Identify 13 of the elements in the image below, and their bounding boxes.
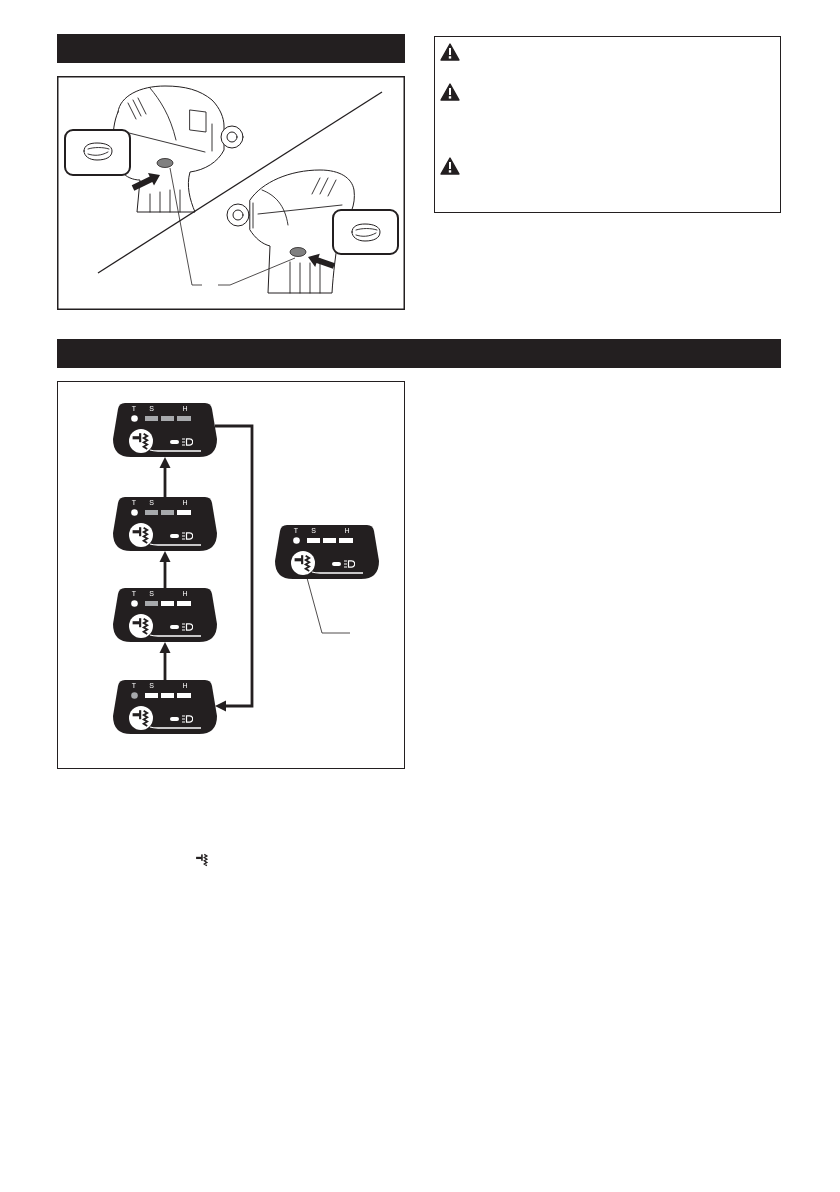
heading-bar [57,339,781,368]
control-panel [113,588,217,642]
arrow [215,424,254,712]
arrow [159,642,171,680]
leader-line [305,574,351,634]
control-panel [113,497,217,551]
heading-bar [57,34,405,63]
control-panel [113,403,217,457]
arrow [159,457,171,497]
control-panel [113,680,217,734]
screw-icon [291,551,315,575]
control-panel [275,525,379,579]
arrow [159,551,171,588]
